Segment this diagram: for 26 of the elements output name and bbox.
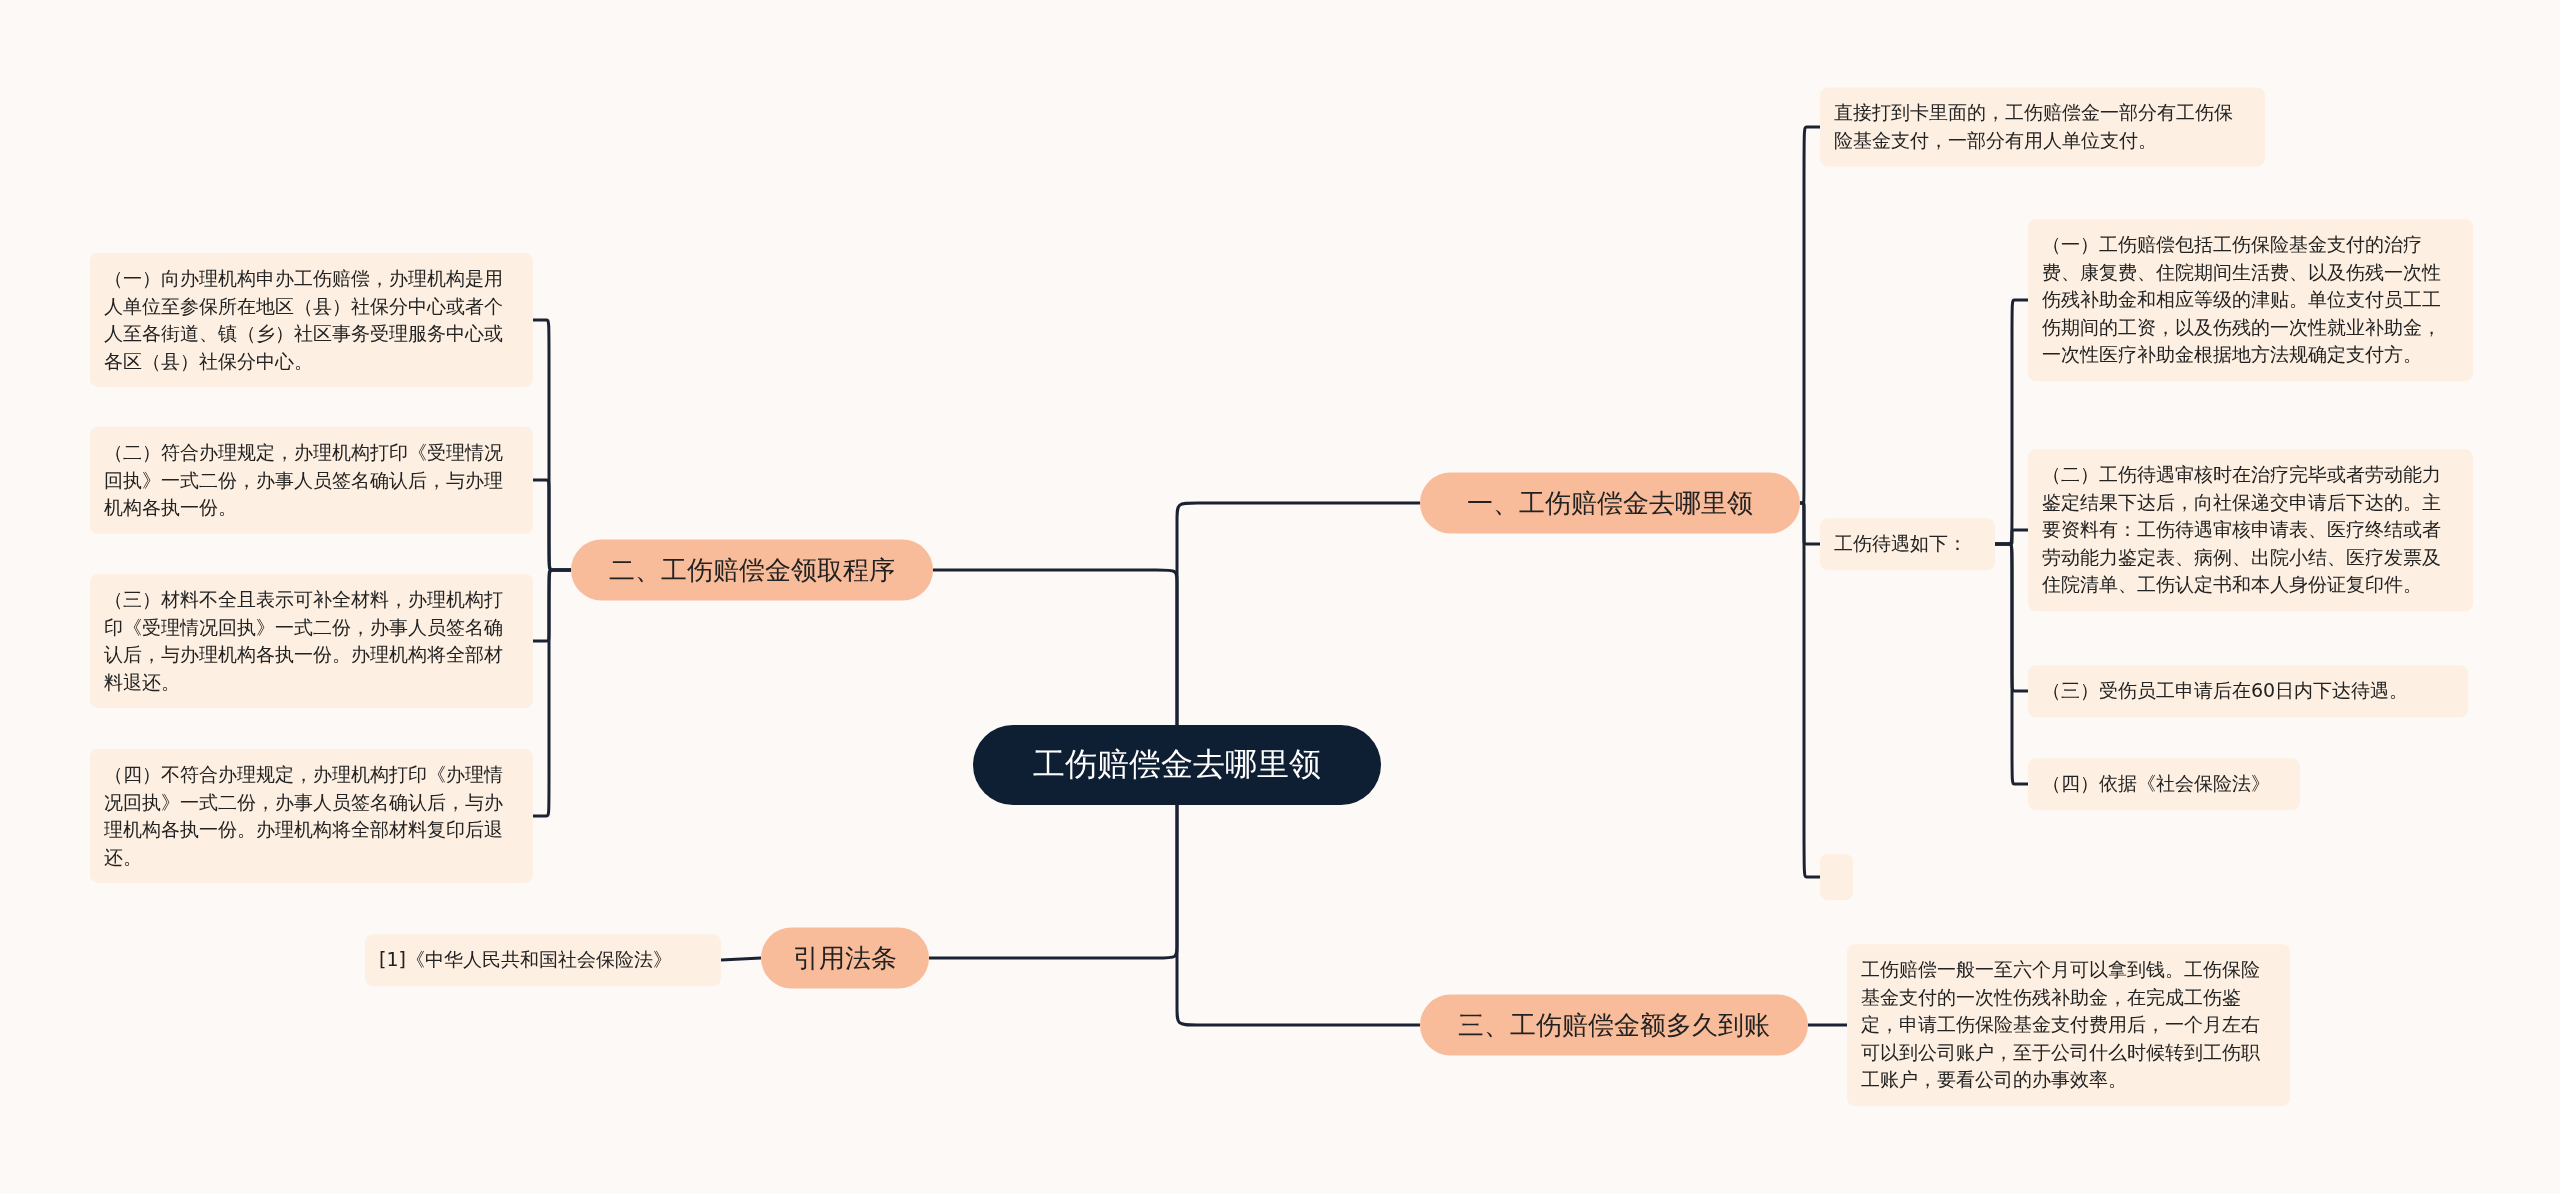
empty-card <box>1820 854 1853 900</box>
note-card: 工伤待遇如下： <box>1820 518 1995 570</box>
connector-line <box>933 568 1179 725</box>
connector-line <box>1808 1023 1847 1027</box>
note-card: （三）材料不全且表示可补全材料，办理机构打印《受理情况回执》一式二份，办事人员签名确认后，与办理机构各执一份。办理机构将全部材料退还。 <box>90 573 533 709</box>
note-card: （一）向办理机构申办工伤赔偿，办理机构是用人单位至参保所在地区（县）社保分中心或者个人至各街道、镇（乡）社区事务受理服务中心或各区（县）社保分中心。 <box>90 252 533 388</box>
topic-pill: 一、工伤赔偿金去哪里领 <box>1420 472 1800 534</box>
connector-line <box>1995 542 2028 786</box>
connector-line <box>533 568 571 818</box>
note-card: 直接打到卡里面的，工伤赔偿金一部分有工伤保险基金支付，一部分有用人单位支付。 <box>1820 87 2265 167</box>
note-card: （四）不符合办理规定，办理机构打印《办理情况回执》一式二份，办事人员签名确认后，与办理机构各执一份。办理机构将全部材料复印后退还。 <box>90 748 533 884</box>
note-card: （二）符合办理规定，办理机构打印《受理情况回执》一式二份，办事人员签名确认后，与办理机构各执一份。 <box>90 426 533 534</box>
note-card: （二）工伤待遇审核时在治疗完毕或者劳动能力鉴定结果下达后，向社保递交申请后下达的。主要资料有：工伤待遇审核申请表、医疗终结或者劳动能力鉴定表、病例、出院小结、医疗发票及住院清单、工伤认定书和本人身份证复印件。 <box>2028 449 2473 611</box>
note-card: [1]《中华人民共和国社会保险法》 <box>365 934 721 986</box>
topic-pill: 引用法条 <box>761 927 929 989</box>
note-card: （三）受伤员工申请后在60日内下达待遇。 <box>2028 665 2468 717</box>
central-topic: 工伤赔偿金去哪里领 <box>973 725 1381 805</box>
topic-pill: 二、工伤赔偿金领取程序 <box>571 539 933 601</box>
topic-pill: 三、工伤赔偿金额多久到账 <box>1420 994 1808 1056</box>
connector-line <box>1799 125 1820 505</box>
connector-line <box>1175 805 1420 1027</box>
note-card: （一）工伤赔偿包括工伤保险基金支付的治疗费、康复费、住院期间生活费、以及伤残一次性伤残补助金和相应等级的津贴。单位支付员工工伤期间的工资，以及伤残的一次性就业补助金，一次性医疗补助金根据地方法规确定支付方。 <box>2028 219 2473 381</box>
note-card: （四）依据《社会保险法》 <box>2028 758 2300 810</box>
note-card: 工伤赔偿一般一至六个月可以拿到钱。工伤保险基金支付的一次性伤残补助金，在完成工伤鉴定，申请工伤保险基金支付费用后，一个月左右可以到公司账户，至于公司什么时候转到工伤职工账户，要看公司的办事效率。 <box>1847 944 2290 1106</box>
connector-line <box>1799 501 1820 879</box>
connector-line <box>720 956 762 962</box>
